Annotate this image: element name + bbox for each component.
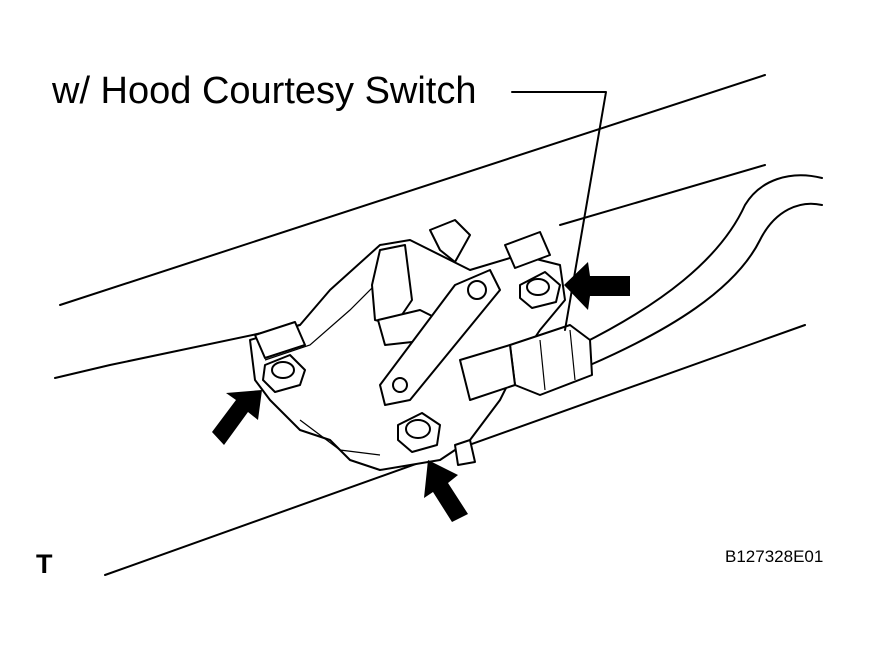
corner-letter: T <box>36 549 53 579</box>
callout-leader-line <box>511 91 607 331</box>
courtesy-switch-connector <box>459 324 593 401</box>
mounting-tabs <box>254 231 551 466</box>
switch-cable <box>579 174 823 366</box>
bolt-pointer-arrow-bottom <box>424 460 468 522</box>
bolt-pointer-arrow-left <box>212 390 262 445</box>
bolt-pointer-arrow-right <box>564 262 630 310</box>
mounting-bolts <box>262 271 561 453</box>
callout-label: w/ Hood Courtesy Switch <box>52 70 477 112</box>
figure-code: B127328E01 <box>725 547 824 566</box>
bolt-left <box>262 354 306 393</box>
bolt-right <box>519 271 561 309</box>
bolt-bottom <box>397 412 441 453</box>
release-lever <box>379 269 501 406</box>
